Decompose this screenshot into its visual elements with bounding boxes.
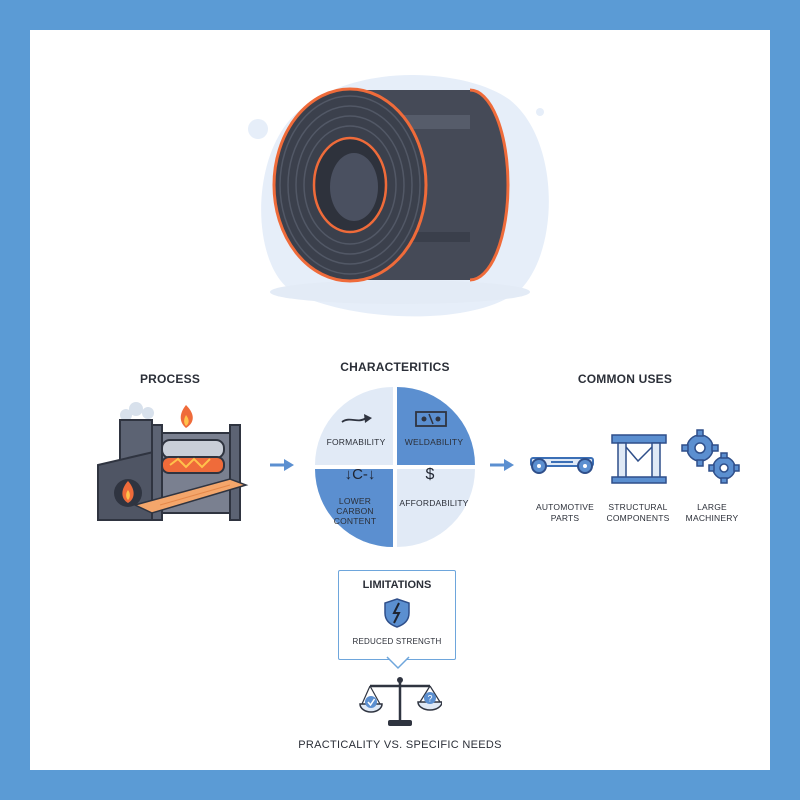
limitations-heading: LIMITATIONS [362, 579, 432, 591]
use-large-machinery: LARGE MACHINERY [685, 502, 739, 523]
process-heading: PROCESS [139, 372, 201, 386]
balance-scale-icon: ? [359, 677, 442, 726]
rolling-mill-illustration [97, 402, 249, 521]
characteristics-to-uses-arrow [490, 459, 514, 471]
beam-frame-icon [611, 434, 667, 484]
characteristics-heading: CHARACTERITICS [340, 360, 450, 374]
car-chassis-icon [530, 457, 594, 474]
bottom-caption: PRACTICALITY VS. SPECIFIC NEEDS [298, 739, 502, 751]
use-structural-components: STRUCTURAL COMPONENTS [606, 502, 670, 523]
process-to-characteristics-arrow [270, 459, 294, 471]
svg-text:?: ? [427, 694, 432, 704]
broken-shield-icon [384, 598, 410, 628]
limitations-pointer [386, 656, 410, 670]
quadrant-formability: FORMABILITY [326, 437, 386, 447]
dollar-icon: $ [425, 466, 435, 483]
arrow-bend-icon [341, 414, 372, 423]
weld-plate-icon [415, 411, 447, 427]
quadrant-lower-carbon: LOWER CARBON CONTENT [333, 496, 377, 526]
limitations-box: LIMITATIONS REDUCED STRENGTH [338, 570, 456, 660]
carbon-down-icon: ↓C-↓ [344, 466, 376, 483]
quadrant-affordability: AFFORDABILITY [399, 498, 469, 508]
quadrant-weldability: WELDABILITY [404, 437, 464, 447]
limitations-text: REDUCED STRENGTH [352, 637, 442, 646]
use-automotive-parts: AUTOMOTIVE PARTS [535, 502, 595, 523]
common-uses-heading: COMMON USES [577, 372, 673, 386]
gears-icon [681, 429, 740, 484]
